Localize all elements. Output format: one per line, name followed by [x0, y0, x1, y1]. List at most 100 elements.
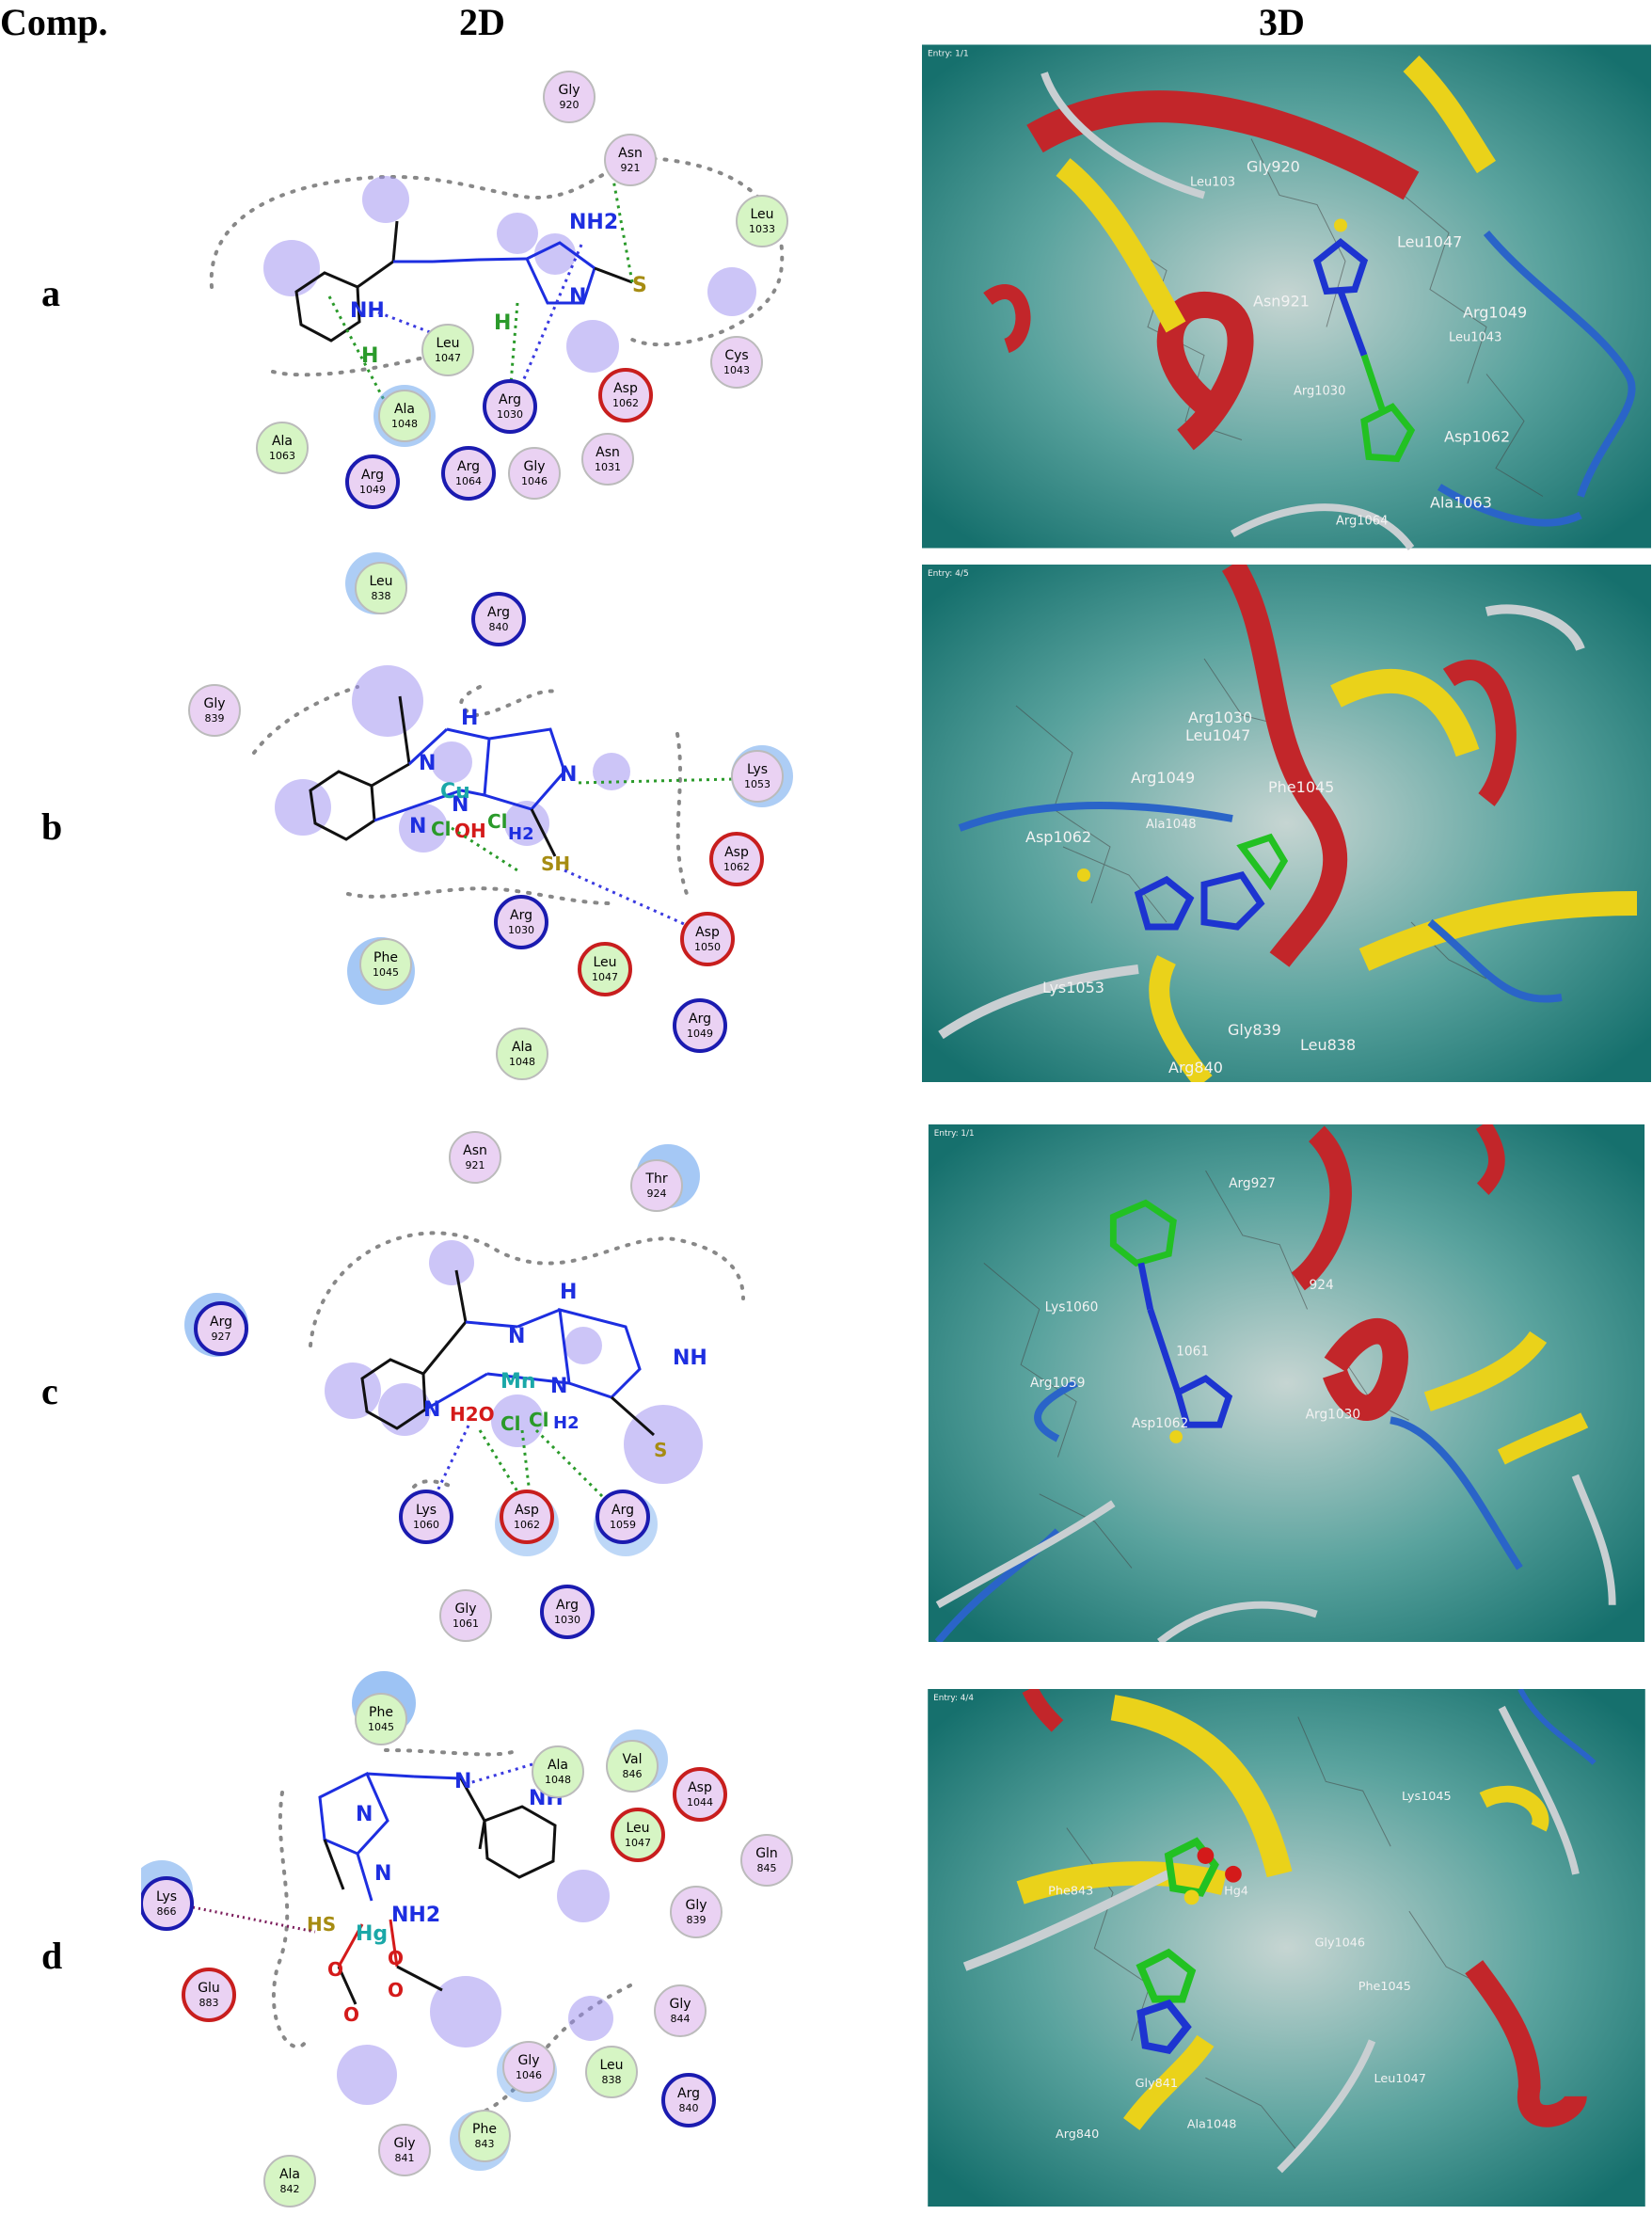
- svg-text:840: 840: [489, 621, 509, 633]
- residue-gly-920: Gly920: [543, 71, 596, 123]
- atom-o2-d: O: [388, 1947, 404, 1969]
- svg-text:Leu: Leu: [626, 1821, 649, 1836]
- svg-text:Arg: Arg: [499, 392, 521, 407]
- scene-label-c-5: Asp1062: [1132, 1416, 1188, 1431]
- svg-text:Arg: Arg: [556, 1598, 579, 1613]
- atom-n2-c: N: [423, 1398, 440, 1422]
- scene-label-b-4: Phe1045: [1268, 778, 1334, 796]
- scene-label-d-3: Lys1045: [1402, 1790, 1452, 1804]
- atom-n3-d: N: [454, 1770, 471, 1793]
- svg-text:Gln: Gln: [755, 1846, 778, 1861]
- atom-n1-b: N: [419, 752, 436, 775]
- svg-text:1062: 1062: [612, 397, 639, 409]
- residue-gly-839: Gly839: [670, 1886, 723, 1938]
- atom-h2-b: H2: [508, 824, 534, 844]
- svg-text:Asp: Asp: [695, 925, 720, 940]
- atom-nh-a: NH: [350, 299, 385, 323]
- svg-text:Asp: Asp: [613, 381, 638, 396]
- scene-label-c-1: Arg927: [1229, 1176, 1276, 1191]
- residue-leu-838: Leu838: [345, 552, 407, 614]
- svg-text:Arg: Arg: [487, 605, 510, 620]
- svg-text:1046: 1046: [516, 2069, 542, 2081]
- svg-text:Asp: Asp: [688, 1780, 712, 1795]
- svg-text:Phe: Phe: [369, 1705, 393, 1720]
- atom-o3-d: O: [343, 2003, 359, 2026]
- scene-entry-b: Entry: 4/5: [928, 569, 969, 579]
- svg-text:846: 846: [623, 1768, 643, 1780]
- residue-leu-1047: Leu1047: [578, 942, 632, 996]
- scene-label-b-7: Lys1053: [1042, 979, 1104, 996]
- svg-text:1048: 1048: [509, 1056, 535, 1068]
- svg-text:838: 838: [372, 590, 391, 602]
- residue-arg-927: Arg927: [184, 1293, 248, 1357]
- svg-text:1045: 1045: [373, 966, 399, 979]
- atom-h2o-c: H2O: [450, 1403, 495, 1426]
- residue-asp-1062: Asp1062: [598, 368, 653, 422]
- svg-text:Asn: Asn: [618, 146, 643, 161]
- residue-lys-1060: Lys1060: [399, 1490, 453, 1544]
- scene-entry-d: Entry: 4/4: [933, 1694, 974, 1703]
- atom-s-c: S: [654, 1439, 667, 1461]
- scene-label-b-10: Arg840: [1168, 1059, 1223, 1076]
- atom-cl1-b: Cl: [431, 818, 452, 840]
- header-2d: 2D: [459, 1, 505, 43]
- svg-text:1064: 1064: [455, 475, 482, 487]
- atom-mn-c: Mn: [500, 1370, 536, 1394]
- svg-text:841: 841: [395, 2152, 415, 2164]
- svg-text:1046: 1046: [521, 475, 548, 487]
- svg-text:1047: 1047: [435, 352, 461, 364]
- atom-h1-a: H: [494, 311, 511, 335]
- atom-h2-a: H: [361, 344, 378, 368]
- residue-lys-1053: Lys1053: [731, 745, 793, 807]
- residue-phe-843: Phe843: [450, 2110, 511, 2171]
- svg-text:839: 839: [205, 712, 225, 725]
- svg-text:Arg: Arg: [612, 1503, 634, 1518]
- svg-text:1061: 1061: [453, 1617, 479, 1630]
- atom-hs-d: HS: [307, 1913, 336, 1936]
- scene-label-c-2: Lys1060: [1045, 1299, 1099, 1315]
- residue-arg-840: Arg840: [661, 2073, 716, 2127]
- svg-text:1053: 1053: [744, 778, 770, 790]
- scene-label-a-3: Leu1047: [1397, 233, 1462, 251]
- scene-label-c-4: Arg1059: [1030, 1376, 1086, 1391]
- atom-n3-c: N: [550, 1375, 567, 1398]
- svg-text:Lys: Lys: [747, 762, 768, 777]
- docking-3d-view-c: Entry: 1/1 Arg927 Lys1060 1061 Arg1059 A…: [928, 1124, 1645, 1642]
- svg-text:921: 921: [466, 1159, 485, 1171]
- svg-text:838: 838: [602, 2074, 622, 2086]
- svg-text:920: 920: [560, 99, 580, 111]
- atom-h2-c: H2: [553, 1413, 580, 1433]
- interaction-diagram-b: H N N N N Cu Cl Cl OH H2 SH Leu838 Arg84…: [188, 552, 793, 1080]
- ligand-bonds: [294, 220, 633, 343]
- residue-asn-921: Asn921: [604, 134, 657, 186]
- svg-text:1047: 1047: [592, 971, 618, 983]
- svg-text:1059: 1059: [610, 1519, 636, 1531]
- atom-oh-b: OH: [454, 820, 486, 842]
- docking-3d-view-a: Entry: 1/1 Leu103 Gly920 Leu1047 Asn921 …: [922, 44, 1651, 550]
- svg-text:Val: Val: [623, 1752, 643, 1767]
- atom-o1-d: O: [327, 1958, 343, 1981]
- scene-label-b-5: Asp1062: [1025, 828, 1091, 846]
- svg-text:1033: 1033: [749, 223, 775, 235]
- atom-nh2-d: NH2: [391, 1904, 440, 1927]
- scene-label-b-9: Leu838: [1300, 1036, 1356, 1054]
- svg-text:1060: 1060: [413, 1519, 439, 1531]
- svg-text:1030: 1030: [497, 408, 523, 421]
- svg-text:844: 844: [671, 2013, 691, 2025]
- svg-text:1031: 1031: [595, 461, 621, 473]
- scene-label-d-1: Phe843: [1048, 1884, 1093, 1898]
- scene-label-b-1: Arg1030: [1188, 709, 1252, 726]
- svg-text:Arg: Arg: [361, 468, 384, 483]
- svg-text:1062: 1062: [723, 861, 750, 873]
- svg-text:840: 840: [679, 2102, 699, 2114]
- svg-text:Asp: Asp: [724, 845, 749, 860]
- svg-text:1048: 1048: [545, 1774, 571, 1786]
- residue-arg-1049: Arg1049: [345, 454, 400, 509]
- svg-text:1043: 1043: [723, 364, 750, 376]
- scene-label-d-7: Ala1048: [1187, 2117, 1237, 2131]
- scene-label-d-6: Leu1047: [1374, 2072, 1425, 2086]
- scene-label-d-2: Hg4: [1224, 1884, 1248, 1898]
